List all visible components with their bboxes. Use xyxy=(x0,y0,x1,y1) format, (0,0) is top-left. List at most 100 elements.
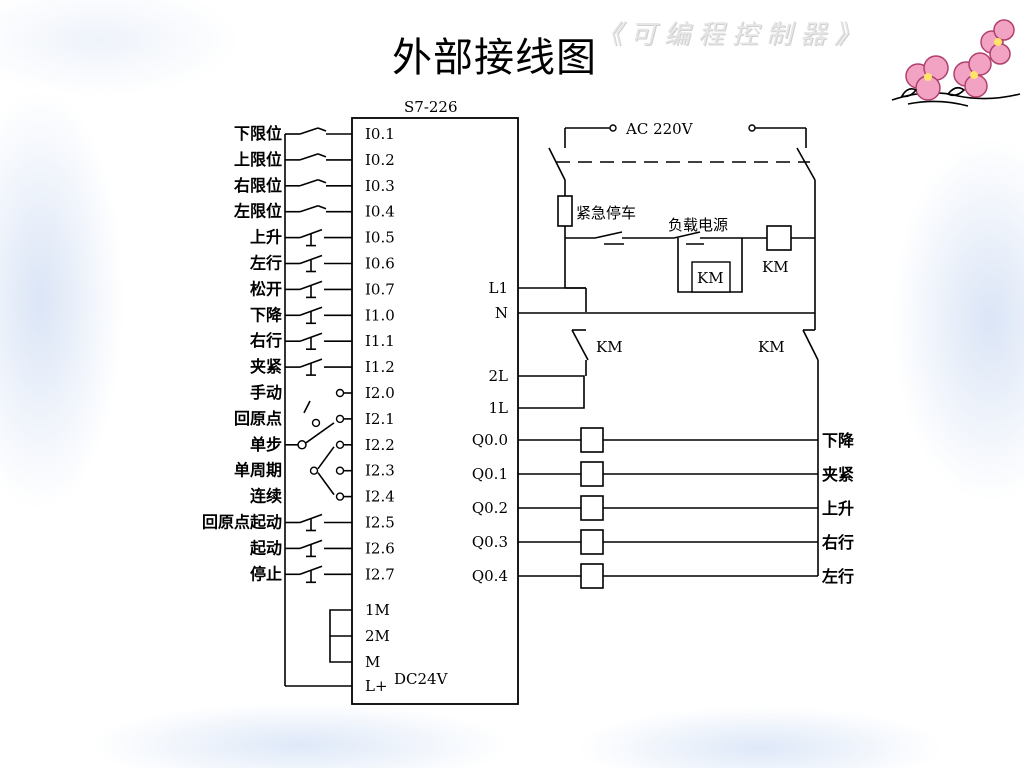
input-device-label: 回原点 xyxy=(234,409,282,428)
limit-switch-blade xyxy=(299,204,319,213)
input-device-label: 夹紧 xyxy=(250,357,282,376)
input-device-label: 右行 xyxy=(250,331,282,350)
limit-switch-blade xyxy=(317,127,327,132)
input-pin-label: I1.1 xyxy=(365,332,395,350)
fuse xyxy=(557,195,573,227)
input-pin-label: I0.7 xyxy=(365,280,395,298)
km-hold-box xyxy=(691,261,731,293)
input-pin-label: I2.5 xyxy=(365,514,395,532)
limit-switch-blade xyxy=(299,127,319,135)
input-pin-label: I1.2 xyxy=(365,358,395,376)
input-device-label: 回原点起动 xyxy=(202,513,282,532)
input-device-label: 下降 xyxy=(250,305,283,324)
input-device-label: 停止 xyxy=(250,564,282,583)
output-device-label: 上升 xyxy=(822,499,854,518)
bottom-pin-label: M xyxy=(365,653,380,671)
limit-switch-blade xyxy=(299,179,319,187)
input-device-label: 单步 xyxy=(250,435,282,454)
flower-decoration-icon xyxy=(891,19,1021,107)
limit-switch-blade xyxy=(317,204,327,210)
input-pin-label: I0.1 xyxy=(365,125,395,143)
limit-switch-blade xyxy=(299,153,319,161)
selector-blade-2 xyxy=(317,472,335,496)
input-pin-label: I0.4 xyxy=(365,203,395,221)
km-hold-label: KM xyxy=(697,269,724,287)
plc-box xyxy=(351,117,519,705)
input-device-label: 上限位 xyxy=(234,150,282,169)
slide-title: 外部接线图 xyxy=(392,35,597,81)
output-device-label: 左行 xyxy=(821,567,854,586)
bottom-pin-label: 2M xyxy=(365,627,390,645)
course-header-tag: 《可编程控制器》 xyxy=(596,20,869,50)
output-pin-label: Q0.1 xyxy=(472,465,508,483)
output-coil xyxy=(580,461,604,487)
input-pin-label: I0.5 xyxy=(365,229,395,247)
output-pin-label: Q0.4 xyxy=(472,567,508,585)
selector-contact-terminal xyxy=(335,440,345,449)
selector-contact-terminal xyxy=(335,466,345,475)
input-device-label: 松开 xyxy=(250,279,282,298)
right-pin-label: L1 xyxy=(488,279,508,297)
selector-contact-terminal xyxy=(335,388,345,398)
selector-arrow xyxy=(303,400,311,414)
input-device-label: 右限位 xyxy=(234,176,282,195)
selector-common-terminal xyxy=(297,440,307,450)
input-device-label: 连续 xyxy=(250,487,282,506)
bottom-pin-label: L+ xyxy=(365,677,388,695)
km-contact-blade-right xyxy=(802,329,819,361)
selector-pivot-2 xyxy=(309,466,319,475)
input-device-label: 上升 xyxy=(250,228,282,247)
right-pin-label: 2L xyxy=(488,367,508,385)
output-pin-label: Q0.3 xyxy=(472,533,508,551)
output-coil xyxy=(580,563,604,589)
output-coil xyxy=(580,529,604,555)
input-pin-label: I2.2 xyxy=(365,436,395,454)
lcommon-wire xyxy=(518,375,585,409)
km-contact-label-right: KM xyxy=(758,338,785,356)
input-device-label: 下限位 xyxy=(234,124,282,143)
output-pin-label: Q0.0 xyxy=(472,431,508,449)
load-button-contact xyxy=(673,231,701,239)
output-coil xyxy=(580,427,604,453)
km-contact-label-left: KM xyxy=(596,338,623,356)
input-pin-label: I0.2 xyxy=(365,151,395,169)
input-pin-label: I2.4 xyxy=(365,488,395,506)
output-coil xyxy=(580,495,604,521)
right-pin-label: 1L xyxy=(488,399,508,417)
input-device-label: 单周期 xyxy=(234,461,282,480)
output-device-label: 右行 xyxy=(822,533,854,552)
input-pin-label: I1.0 xyxy=(365,306,395,324)
plc-model-label: S7-226 xyxy=(404,98,458,116)
input-pin-label: I0.3 xyxy=(365,177,395,195)
output-device-label: 夹紧 xyxy=(822,465,854,484)
limit-switch-blade xyxy=(317,153,327,158)
input-pin-label: I2.6 xyxy=(365,539,395,557)
right-pin-label: N xyxy=(495,304,508,322)
estop-contact xyxy=(594,231,623,239)
ac-supply-label: AC 220V xyxy=(625,120,694,138)
bottom-pin-label: 1M xyxy=(365,601,390,619)
selector-pivot xyxy=(311,418,321,428)
selector-blade-3 xyxy=(317,446,335,470)
ac-terminal-left xyxy=(609,124,617,132)
load-power-label: 负载电源 xyxy=(668,216,728,234)
selector-contact-terminal xyxy=(335,414,345,424)
input-device-label: 手动 xyxy=(250,383,282,402)
main-switch-blade-right xyxy=(796,147,816,181)
input-pin-label: I2.0 xyxy=(365,384,395,402)
output-pin-label: Q0.2 xyxy=(472,499,508,517)
input-pin-label: I2.1 xyxy=(365,410,395,428)
km-coil xyxy=(766,225,792,251)
limit-switch-blade xyxy=(317,179,327,184)
input-pin-label: I0.6 xyxy=(365,255,395,273)
emergency-stop-label: 紧急停车 xyxy=(576,204,636,222)
input-device-label: 左行 xyxy=(249,254,282,273)
input-device-label: 起动 xyxy=(249,538,282,557)
selector-contact-terminal xyxy=(335,492,345,501)
output-device-label: 下降 xyxy=(822,431,855,450)
km-contact-blade-left xyxy=(571,329,589,361)
input-pin-label: I2.7 xyxy=(365,565,395,583)
input-pin-label: I2.3 xyxy=(365,462,395,480)
ac-terminal-right xyxy=(748,124,756,132)
